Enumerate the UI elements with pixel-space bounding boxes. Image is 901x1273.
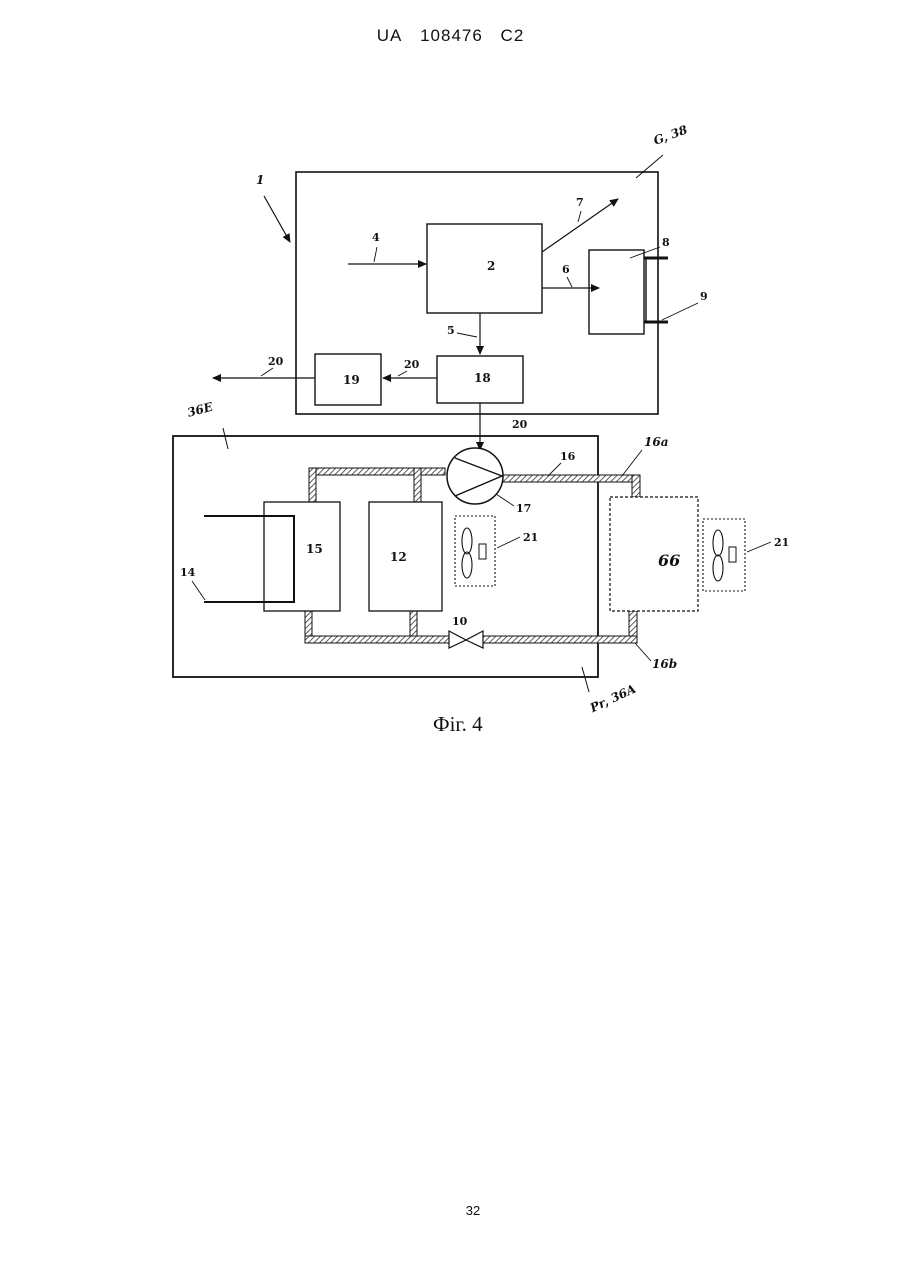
- controller-block-label: 18: [474, 371, 491, 385]
- system-ref-arrow: [264, 196, 290, 242]
- processor-block: [427, 224, 542, 313]
- top-system-label: G, 38: [652, 122, 690, 147]
- input-ref-label: 4: [372, 231, 380, 244]
- pipe-16a-leader: [622, 450, 642, 476]
- valve-10-label: 10: [452, 615, 468, 628]
- valve-10: [449, 631, 483, 648]
- line-9-leader: [662, 303, 698, 320]
- line-14-label: 14: [180, 566, 196, 579]
- bottom-right-leader: [582, 667, 589, 692]
- heat-exchanger-15-label: 15: [306, 542, 323, 556]
- signal-20-left-leader: [261, 368, 273, 376]
- processor-block-label: 2: [487, 259, 495, 273]
- bottom-right-label: Pr, 36A: [587, 682, 638, 716]
- unit-12-label: 12: [390, 550, 407, 564]
- pipe-16-leader: [548, 463, 561, 476]
- pump-17-leader: [496, 494, 514, 506]
- output-unit-label: 8: [662, 236, 670, 249]
- pipe-16a-label: 16a: [644, 435, 668, 449]
- signal-20-mid-label: 20: [404, 358, 420, 371]
- bottom-left-label: 36E: [186, 399, 215, 419]
- fan-21-inner: [455, 516, 495, 586]
- external-unit: [610, 497, 698, 611]
- figure-caption: Фіг. 4: [433, 712, 483, 737]
- output-5-label: 5: [447, 324, 455, 337]
- pipe-16-label: 16: [560, 450, 576, 463]
- signal-20-mid-leader: [398, 371, 407, 376]
- transmitter-block-label: 19: [343, 373, 360, 387]
- output-5-leader: [457, 333, 477, 337]
- pump-17-label: 17: [516, 502, 531, 515]
- heat-exchanger-15: [264, 502, 340, 611]
- fan-21-outer: [703, 519, 745, 591]
- pump-17: [447, 448, 503, 504]
- output-unit-block: [589, 250, 644, 334]
- output-6-leader: [567, 277, 572, 287]
- fan-21-outer-leader: [747, 542, 771, 552]
- top-system-leader: [636, 155, 663, 178]
- pipe-16b-leader: [635, 643, 651, 661]
- signal-20-bottom-label: 20: [512, 418, 528, 431]
- bottom-left-leader: [223, 428, 228, 449]
- system-ref-label: 1: [256, 173, 264, 187]
- pipe-16b-label: 16b: [652, 657, 677, 671]
- output-7-leader: [578, 211, 581, 222]
- external-unit-label: 66: [658, 551, 680, 570]
- signal-20-left-label: 20: [268, 355, 284, 368]
- input-ref-leader: [374, 247, 377, 262]
- page-number: 32: [0, 1203, 901, 1218]
- line-9-label: 9: [700, 290, 708, 303]
- fan-21-inner-leader: [497, 537, 520, 548]
- fan-21-inner-label: 21: [523, 531, 538, 544]
- output-7-label: 7: [576, 196, 584, 209]
- output-6-label: 6: [562, 263, 570, 276]
- fan-21-outer-label: 21: [774, 536, 789, 549]
- line-14-leader: [192, 581, 205, 600]
